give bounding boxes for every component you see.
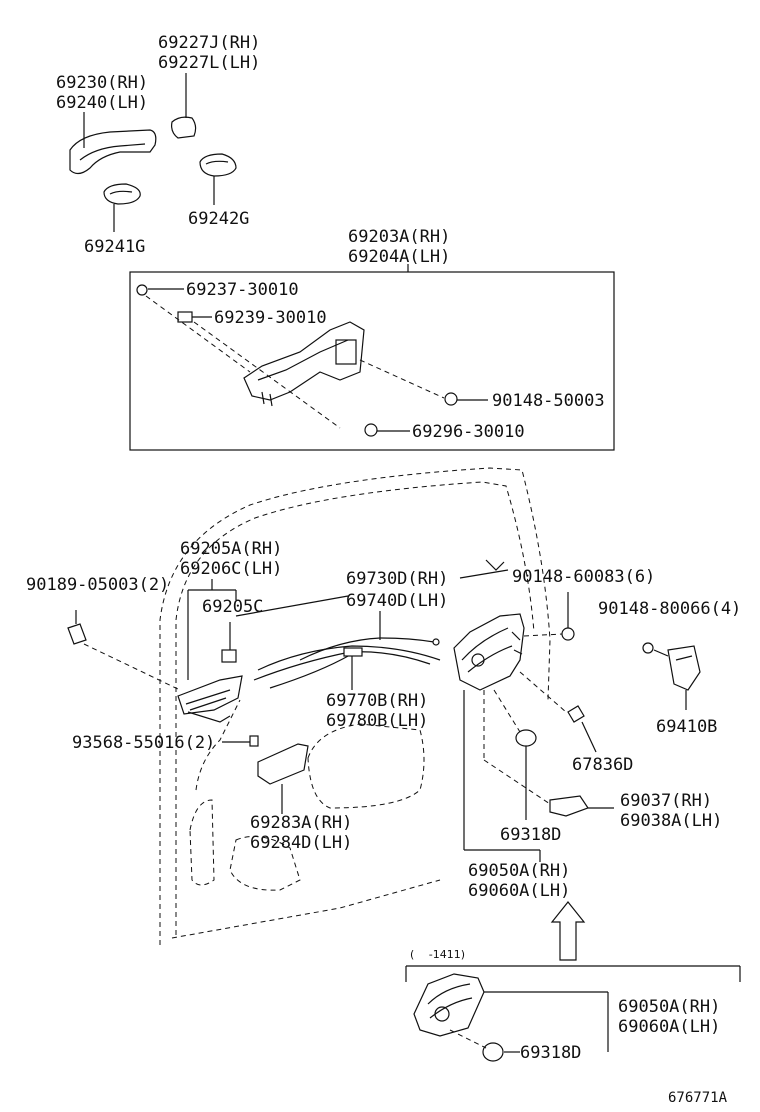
outside-handle-part (69, 129, 157, 175)
label-69241g: 69241G (84, 237, 145, 257)
label-69296: 69296-30010 (412, 422, 525, 442)
clip-05003 (67, 623, 87, 645)
pad-small (177, 311, 193, 323)
label-69740d: 69740D(LH) (346, 591, 448, 611)
label-69037: 69037(RH) (620, 791, 712, 811)
label-69038a: 69038A(LH) (620, 811, 722, 831)
screw-55016 (249, 735, 259, 747)
label-69284d: 69284D(LH) (250, 833, 352, 853)
label-69239: 69239-30010 (214, 308, 327, 328)
cap-69318d-variant (482, 1042, 504, 1062)
label-69410b: 69410B (656, 717, 717, 737)
handle-gasket-part (103, 183, 141, 205)
label-69318d-variant: 69318D (520, 1043, 581, 1063)
door-lock-part (453, 613, 525, 691)
label-69227l: 69227L(LH) (158, 53, 260, 73)
lock-variant-part (413, 973, 485, 1037)
label-90189: 90189-05003(2) (26, 575, 169, 595)
handle-pad-part (199, 153, 237, 177)
label-69060a: 69060A(LH) (468, 881, 570, 901)
label-90148-50003: 90148-50003 (492, 391, 605, 411)
lock-lever-part (549, 795, 589, 817)
screw-80066 (642, 642, 654, 654)
label-69230: 69230(RH) (56, 73, 148, 93)
label-69203a: 69203A(RH) (348, 227, 450, 247)
cap-69318d (515, 729, 537, 747)
screw-small (136, 284, 148, 296)
label-69204a: 69204A(LH) (348, 247, 450, 267)
grommet-67836d (567, 705, 585, 723)
striker-69410b (667, 645, 701, 691)
label-69318d: 69318D (500, 825, 561, 845)
bezel-cover-part (257, 743, 309, 785)
label-69730d: 69730D(RH) (346, 569, 448, 589)
inside-handle-part (177, 675, 243, 723)
label-90148-60083: 90148-60083(6) (512, 567, 655, 587)
label-93568: 93568-55016(2) (72, 733, 215, 753)
label-67836d: 67836D (572, 755, 633, 775)
inner-clip (221, 649, 237, 663)
label-90148-80066: 90148-80066(4) (598, 599, 741, 619)
label-range-note: ( -1411) (410, 948, 465, 961)
diagram-id: 676771A (668, 1090, 728, 1106)
label-69050a: 69050A(RH) (468, 861, 570, 881)
label-69242g: 69242G (188, 209, 249, 229)
door-outline (159, 467, 551, 945)
label-69205a: 69205A(RH) (180, 539, 282, 559)
bolt-60083 (561, 627, 575, 641)
handle-cap-part (171, 116, 197, 139)
label-69780b: 69780B(LH) (326, 711, 428, 731)
label-69237: 69237-30010 (186, 280, 299, 300)
label-69770b: 69770B(RH) (326, 691, 428, 711)
variant-arrow (550, 901, 586, 961)
label-69283a: 69283A(RH) (250, 813, 352, 833)
frame-assembly-box (129, 271, 615, 451)
label-69205c: 69205C (202, 597, 263, 617)
bolt-50003 (444, 392, 458, 406)
handle-frame-part (243, 321, 365, 407)
label-69240: 69240(LH) (56, 93, 148, 113)
screw-30010 (364, 423, 378, 437)
label-69227j: 69227J(RH) (158, 33, 260, 53)
label-69206c: 69206C(LH) (180, 559, 282, 579)
label-69060a-variant: 69060A(LH) (618, 1017, 720, 1037)
cable-assembly (253, 637, 441, 689)
label-69050a-variant: 69050A(RH) (618, 997, 720, 1017)
